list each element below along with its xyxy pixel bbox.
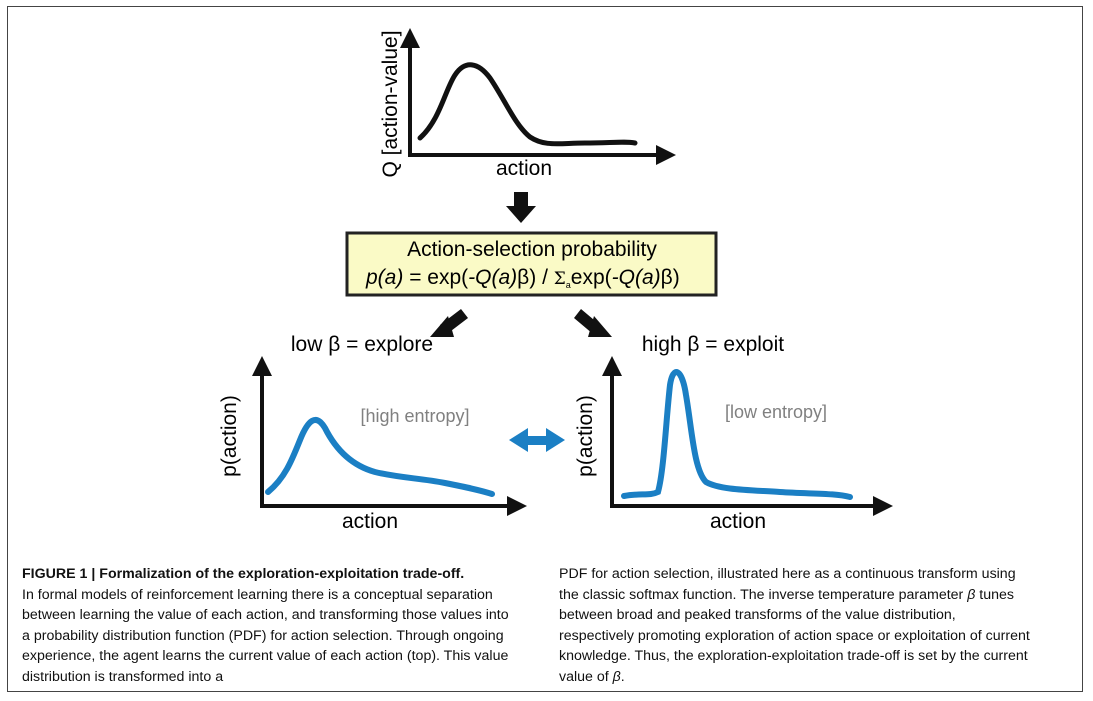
formula-expression: p(a) = exp(-Q(a)β) / Σaexp(-Q(a)β): [365, 266, 680, 290]
bidirectional-arrow: [509, 428, 565, 452]
figure-frame: [7, 6, 1083, 692]
explore-pdf-curve: [265, 417, 495, 497]
beta-symbol-2: β: [612, 668, 621, 685]
right-plot-title: high β = exploit: [642, 333, 784, 356]
caption-left-body: In formal models of reinforcement learni…: [22, 586, 509, 685]
figure-caption-title: FIGURE 1 | Formalization of the explorat…: [22, 566, 465, 582]
top-plot: action Q [action-value]: [379, 28, 676, 180]
top-y-label: Q [action-value]: [379, 30, 402, 177]
right-x-label: action: [710, 510, 766, 533]
caption-right-body-3: .: [620, 668, 625, 685]
right-plot: high β = exploit [low entropy] action p(…: [574, 333, 893, 533]
caption-right-body-1: PDF for action selection, illustrated he…: [559, 566, 1016, 603]
top-x-label: action: [496, 157, 552, 180]
caption-right-column: PDF for action selection, illustrated he…: [559, 564, 1034, 687]
arrow-to-exploit: [574, 309, 612, 337]
down-arrow: [506, 192, 536, 223]
formula-box: Action-selection probability p(a) = exp(…: [345, 231, 718, 297]
left-y-label: p(action): [218, 395, 241, 477]
left-annotation: [high entropy]: [360, 406, 469, 426]
caption-left-column: FIGURE 1 | Formalization of the explorat…: [22, 564, 512, 687]
left-y-arrowhead: [252, 356, 272, 376]
top-y-arrowhead: [400, 28, 420, 48]
arrow-to-explore: [430, 309, 468, 337]
left-x-arrowhead: [507, 496, 527, 516]
top-x-arrowhead: [656, 145, 676, 165]
right-x-arrowhead: [873, 496, 893, 516]
right-y-arrowhead: [602, 356, 622, 376]
q-value-curve: [417, 62, 638, 147]
left-plot-title: low β = explore: [291, 333, 433, 356]
right-annotation: [low entropy]: [725, 402, 827, 422]
caption-right-body-2: tunes between broad and peaked transform…: [559, 586, 1030, 685]
left-x-label: action: [342, 510, 398, 533]
formula-title: Action-selection probability: [407, 238, 657, 261]
formula-box-rect: [345, 231, 718, 297]
right-y-label: p(action): [574, 395, 597, 477]
left-plot: low β = explore [high entropy] action p(…: [218, 333, 527, 533]
beta-symbol: β: [967, 586, 976, 603]
exploit-pdf-curve: [621, 369, 853, 500]
